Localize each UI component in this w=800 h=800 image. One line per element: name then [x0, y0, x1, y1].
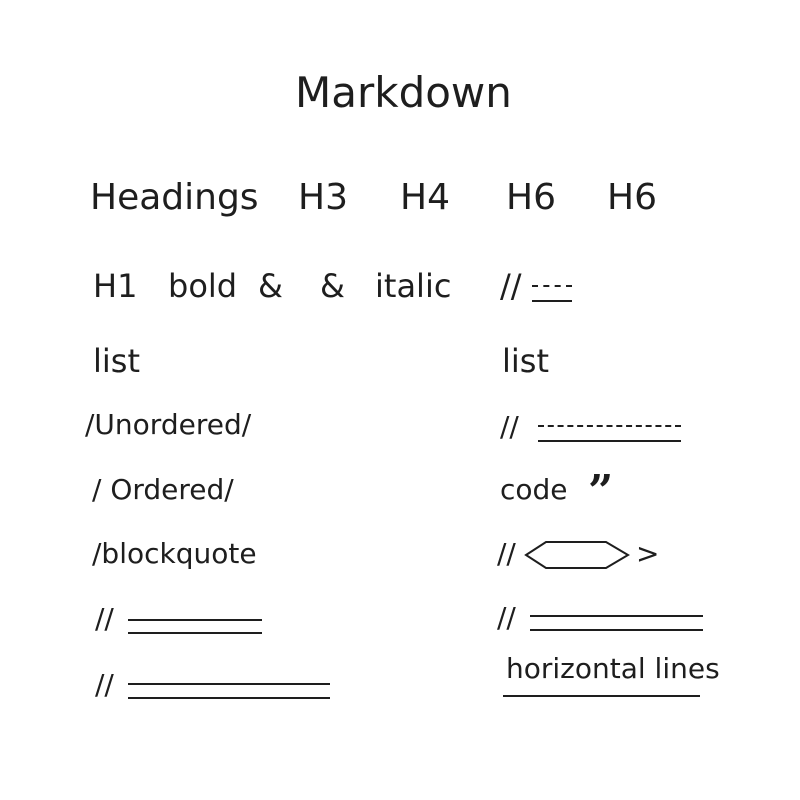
quote-mark-icon: ” — [588, 466, 614, 517]
rule-right-line-bottom — [530, 629, 703, 631]
rule-1-line-bottom — [128, 632, 262, 634]
page-title: Markdown — [295, 68, 512, 117]
unordered-label: /Unordered/ — [85, 408, 252, 441]
heading-h4: H4 — [400, 177, 450, 218]
rule-right-prefix: // — [497, 601, 516, 634]
rule-right-line-top — [530, 615, 703, 617]
angle-bracket-shape-icon — [524, 541, 630, 569]
blockquote-label: /blockquote — [92, 537, 257, 570]
heading-h3: H3 — [298, 177, 348, 218]
headings-label: Headings — [90, 177, 259, 218]
format-ampersand-2: & — [320, 267, 345, 305]
format-italic: italic — [375, 267, 452, 305]
rule-2-line-bottom — [128, 697, 330, 699]
right-list-label: list — [502, 342, 549, 380]
angle-prefix: // — [497, 537, 516, 570]
horizontal-lines-underline — [503, 695, 700, 697]
rule-1-line-top — [128, 619, 262, 621]
format-underline — [532, 300, 572, 302]
rule-2-prefix: // — [95, 668, 114, 701]
dashes-line — [538, 425, 681, 427]
heading-h6-first: H6 — [506, 177, 556, 218]
left-list-label: list — [93, 342, 140, 380]
horizontal-lines-label: horizontal lines — [506, 652, 720, 685]
format-h1: H1 — [93, 267, 138, 305]
format-ampersand-1: & — [258, 267, 283, 305]
code-label: code — [500, 473, 568, 506]
rule-1-prefix: // — [95, 602, 114, 635]
rule-2-line-top — [128, 683, 330, 685]
format-dashes — [532, 285, 572, 287]
angle-suffix: > — [636, 537, 660, 570]
format-bold: bold — [168, 267, 238, 305]
format-slashes: // — [500, 267, 522, 305]
dashes-underline — [538, 440, 681, 442]
ordered-label: / Ordered/ — [92, 473, 234, 506]
heading-h6-second: H6 — [607, 177, 657, 218]
dashes-prefix: // — [500, 410, 519, 443]
